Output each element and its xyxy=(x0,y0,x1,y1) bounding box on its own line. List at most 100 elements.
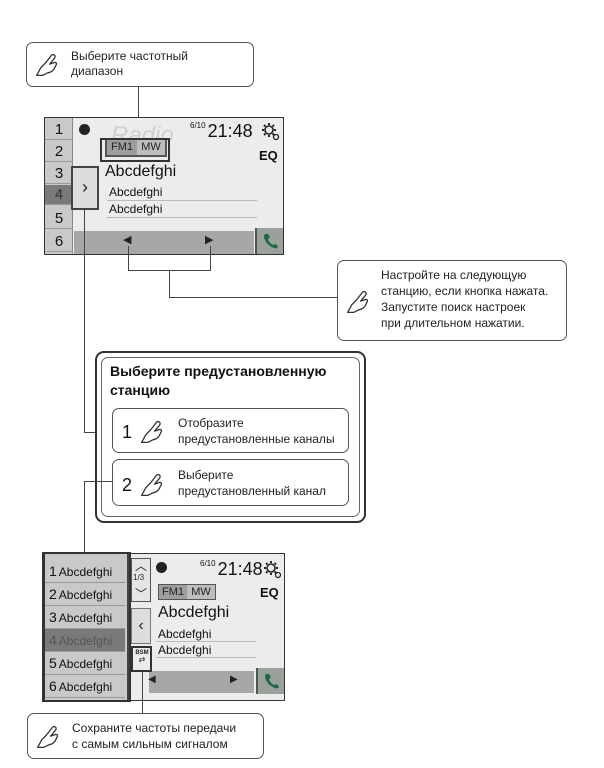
connector-line xyxy=(210,246,211,270)
chevron-right-icon: › xyxy=(82,177,88,197)
preset-column: 1 2 3 4 5 6 xyxy=(45,118,73,254)
divider xyxy=(156,641,256,642)
phone-icon xyxy=(262,671,282,691)
step-2-line1: Выберите xyxy=(178,468,234,482)
preset-button-4[interactable]: 4 xyxy=(45,185,73,205)
connector-line xyxy=(84,208,85,433)
station-info-line2: Abcdefghi xyxy=(109,202,163,216)
callout-band-line1: Выберите частотный xyxy=(71,49,188,63)
band-mw-button[interactable]: MW xyxy=(141,141,161,153)
page-indicator: 1/3 xyxy=(133,573,145,582)
step-2-line2: предустановленный канал xyxy=(178,484,326,498)
callout-band-line2: диапазон xyxy=(71,64,124,78)
tune-bar xyxy=(74,231,254,254)
chevron-left-icon: ‹ xyxy=(138,617,144,634)
callout-bsm-line1: Сохраните частоты передачи xyxy=(72,721,237,735)
page-down-button[interactable]: ﹀ xyxy=(135,587,148,601)
preset-button-2[interactable]: 2 xyxy=(45,142,73,162)
callout-tune: Настройте на следующую станцию, если кно… xyxy=(337,260,567,341)
bsm-label: BSM xyxy=(135,650,149,656)
preset-button-1[interactable]: 1 xyxy=(45,120,73,140)
station-name: Abcdefghi xyxy=(158,604,230,621)
step-2-number: 2 xyxy=(122,475,133,495)
connector-line xyxy=(169,297,337,298)
clock-time: 21:48 xyxy=(217,559,263,579)
connector-line xyxy=(84,481,85,553)
callout-bsm: Сохраните частоты передачи с самым сильн… xyxy=(27,713,264,759)
preset-list-collapse-button[interactable]: ‹ xyxy=(131,608,151,644)
connector-line xyxy=(142,672,143,714)
tune-next-button[interactable]: ▶ xyxy=(205,234,214,246)
phone-icon xyxy=(261,231,281,251)
divider xyxy=(107,217,257,218)
preset-button-3[interactable]: 3 xyxy=(45,164,73,184)
connector-line xyxy=(128,246,129,270)
connector-line xyxy=(138,87,139,142)
band-fm1-button[interactable]: FM1 xyxy=(107,140,137,155)
hand-pointer-icon xyxy=(34,52,60,78)
step-2: 2 Выберите предустановленный канал xyxy=(112,459,349,506)
band-fm1-button[interactable]: FM1 xyxy=(159,585,187,599)
divider xyxy=(156,657,256,658)
hand-pointer-icon xyxy=(35,724,61,750)
station-name: Abcdefghi xyxy=(105,163,177,180)
band-selector[interactable]: FM1 MW xyxy=(105,138,167,157)
bsm-highlight-frame xyxy=(131,646,152,672)
hand-pointer-icon xyxy=(345,289,371,315)
hand-pointer-icon xyxy=(139,472,165,498)
preset-button-5[interactable]: 5 xyxy=(45,209,73,229)
band-mw-button[interactable]: MW xyxy=(191,586,211,598)
page-up-button[interactable]: ︿ xyxy=(135,559,148,573)
preset-list-highlight-frame xyxy=(42,552,131,702)
panel-title-line1: Выберите предустановленную xyxy=(110,363,327,379)
callout-tune-line4: при длительном нажатии. xyxy=(381,316,525,330)
callout-band: Выберите частотный диапазон xyxy=(26,42,254,87)
phone-button[interactable] xyxy=(255,228,283,254)
tune-bar xyxy=(149,671,254,693)
connector-line xyxy=(169,270,170,298)
preset-button-6[interactable]: 6 xyxy=(45,232,73,252)
step-1: 1 Отобразите предустановленные каналы xyxy=(112,408,349,453)
clock-time: 21:48 xyxy=(207,121,253,141)
status-check-icon xyxy=(156,562,167,573)
settings-gear-icon[interactable] xyxy=(261,122,281,142)
settings-gear-icon[interactable] xyxy=(263,560,283,580)
callout-tune-line3: Запустите поиск настроек xyxy=(381,300,526,314)
connector-line xyxy=(84,481,112,482)
band-selector[interactable]: FM1 MW xyxy=(158,584,216,600)
hand-pointer-icon xyxy=(139,419,165,445)
station-info-line1: Abcdefghi xyxy=(158,627,212,641)
step-1-number: 1 xyxy=(122,422,133,442)
tune-prev-button[interactable]: ◀ xyxy=(123,234,132,246)
status-check-icon xyxy=(79,124,90,135)
station-info-line2: Abcdefghi xyxy=(158,643,212,657)
panel-title-line2: станцию xyxy=(110,382,171,398)
bsm-button[interactable]: BSM ⇄ xyxy=(133,650,151,670)
preset-list-expand-button[interactable]: › xyxy=(71,166,99,210)
preset-fraction: 6/10 xyxy=(190,121,206,130)
step-1-line1: Отобразите xyxy=(178,416,244,430)
callout-tune-line1: Настройте на следующую xyxy=(381,268,527,282)
step-1-line2: предустановленные каналы xyxy=(178,432,335,446)
divider xyxy=(107,200,257,201)
station-info-line1: Abcdefghi xyxy=(109,185,163,199)
band-highlight-frame xyxy=(100,138,170,162)
eq-button[interactable]: EQ xyxy=(259,148,278,163)
preset-fraction: 6/10 xyxy=(200,559,216,568)
refresh-icon: ⇄ xyxy=(138,655,146,664)
tune-next-button[interactable]: ▶ xyxy=(230,674,238,685)
eq-button[interactable]: EQ xyxy=(260,585,279,600)
phone-button[interactable] xyxy=(256,668,284,694)
callout-tune-line2: станцию, если кнопка нажата. xyxy=(381,284,549,298)
tune-prev-button[interactable]: ◀ xyxy=(148,674,156,685)
